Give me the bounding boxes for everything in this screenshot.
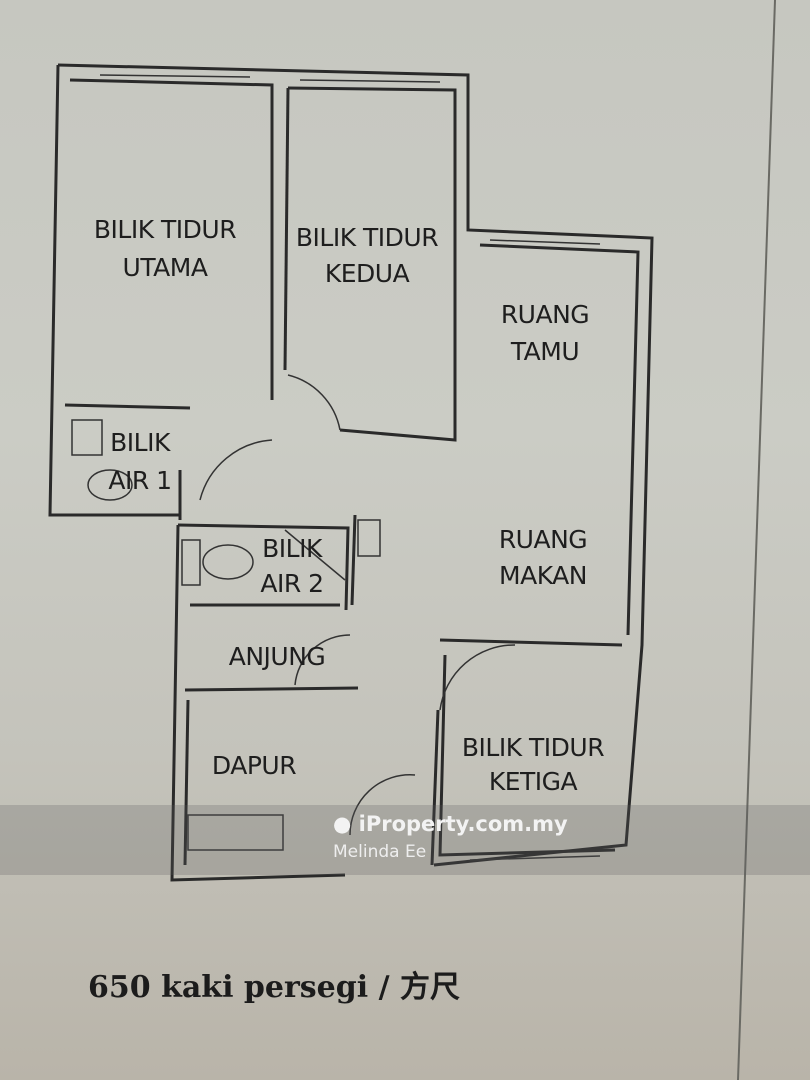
room-label: RUANG: [501, 300, 589, 329]
room-label: RUANG: [499, 525, 587, 554]
page-edge-line: [737, 0, 776, 1080]
toilet-icon: [87, 469, 133, 501]
toilet-icon: [202, 544, 254, 580]
watermark-brand-text: iProperty.com.my: [358, 812, 568, 836]
watermark-band: [0, 805, 810, 875]
toilet-tank-icon: [181, 539, 201, 586]
room-label: KEDUA: [325, 259, 410, 288]
sink-icon: [357, 519, 381, 557]
kitchen-sink-icon: [187, 814, 284, 851]
room-label: BILIK TIDUR: [94, 215, 236, 244]
sink-icon: [71, 419, 103, 456]
room-label: TAMU: [510, 337, 579, 366]
room-label: AIR 2: [260, 569, 323, 598]
fixtures: [71, 419, 381, 851]
room-label: AIR 1: [108, 466, 171, 495]
room-label: ANJUNG: [229, 642, 326, 671]
watermark-brand: ● iProperty.com.my: [333, 812, 568, 836]
room-label: BILIK TIDUR: [296, 223, 438, 252]
room-label: DAPUR: [212, 751, 296, 780]
room-label: BILIK: [262, 534, 323, 563]
room-label: UTAMA: [123, 253, 208, 282]
room-label: BILIK TIDUR: [462, 733, 604, 762]
room-label: MAKAN: [499, 561, 587, 590]
room-label: KETIGA: [489, 767, 578, 796]
area-caption: 650 kaki persegi / 方尺: [88, 970, 460, 1005]
watermark-user: Melinda Ee: [333, 842, 427, 862]
room-label: BILIK: [110, 428, 171, 457]
walls: [48, 63, 654, 882]
map-pin-icon: ●: [333, 812, 352, 836]
